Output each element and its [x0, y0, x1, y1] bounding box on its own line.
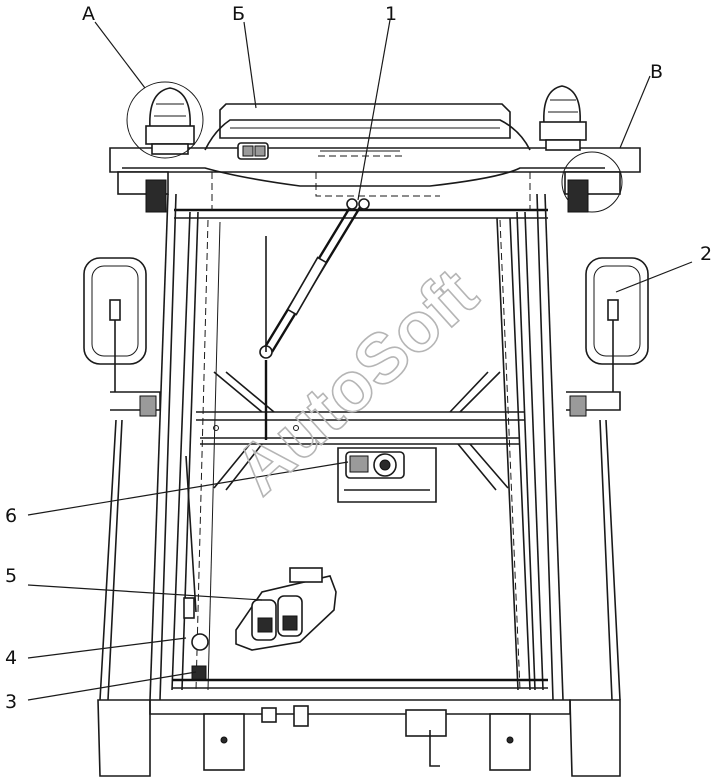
callout-4: 4 — [5, 647, 17, 669]
washer-tube — [183, 455, 209, 681]
detail-circle-a — [126, 81, 204, 159]
detail-circle-v — [561, 151, 623, 213]
cab-pillars — [149, 193, 564, 701]
wiper-arm — [259, 198, 370, 440]
label-a: А — [82, 3, 95, 25]
roof-brackets — [117, 171, 621, 213]
label-v: В — [650, 61, 663, 83]
side-panels — [97, 419, 621, 777]
callout-3: 3 — [5, 691, 17, 713]
bottom-frame — [149, 678, 571, 771]
leader-lines — [27, 19, 693, 701]
middle-crossbeam — [196, 371, 525, 491]
roof-assembly — [109, 103, 641, 219]
callout-1: 1 — [385, 3, 397, 25]
callout-2: 2 — [700, 243, 712, 265]
washer-tank — [235, 567, 337, 651]
mirror-right — [566, 257, 649, 417]
label-b: Б — [232, 3, 245, 25]
mirror-left — [83, 257, 161, 417]
beacon-right — [539, 85, 587, 151]
wiper-motor — [337, 447, 437, 503]
beacon-left — [145, 87, 195, 155]
callout-6: 6 — [5, 505, 17, 527]
callout-5: 5 — [5, 565, 17, 587]
